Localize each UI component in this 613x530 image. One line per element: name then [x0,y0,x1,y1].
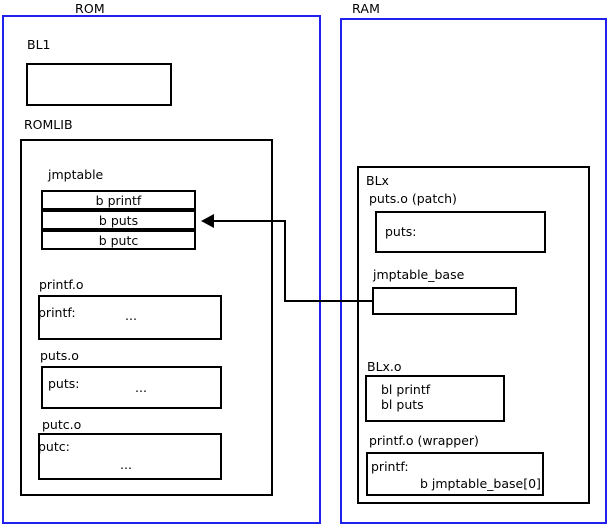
connector-segment-horizontal-upper [213,220,286,222]
puts-o-box: puts: ... [41,366,222,409]
jmptable-entry-2: b putc [41,230,196,250]
puts-patch-label: puts.o (patch) [369,191,457,206]
puts-patch-symbol: puts: [385,224,417,239]
printf-wrapper-instruction: b jmptable_base[0] [420,476,541,491]
printf-wrapper-symbol: printf: [371,459,409,474]
printf-wrapper-box: printf: b jmptable_base[0] [366,452,544,496]
printf-o-label: printf.o [39,277,84,292]
printf-o-body: ... [125,308,137,323]
blx-o-box: bl printf bl puts [365,375,505,422]
jmptable-entry-0-text: b printf [95,192,142,208]
printf-wrapper-label: printf.o (wrapper) [369,433,479,448]
bl1-box [26,63,172,106]
putc-o-body: ... [120,457,132,472]
jmptable-base-label: jmptable_base [373,267,465,282]
jmptable-base-box [372,287,517,315]
putc-o-label: putc.o [42,417,82,432]
jmptable-entry-2-text: b putc [98,232,139,248]
connector-segment-horizontal-lower [284,300,374,302]
putc-o-symbol: putc: [38,439,70,454]
connector-segment-vertical [284,220,286,302]
puts-o-symbol: puts: [48,376,80,391]
blx-o-label: BLx.o [367,359,402,374]
printf-o-symbol: printf: [38,305,76,320]
jmptable-entry-1-text: b puts [98,212,139,228]
puts-patch-box: puts: [375,211,546,253]
jmptable-label: jmptable [48,167,104,182]
blx-o-line2: bl puts [381,397,424,412]
ram-region-box [340,18,607,524]
puts-o-label: puts.o [40,348,79,363]
rom-region-label: ROM [75,1,105,16]
bl1-label: BL1 [27,37,51,52]
printf-o-box: printf: ... [38,295,222,340]
blx-label: BLx [366,173,389,188]
blx-o-line1: bl printf [381,382,431,397]
puts-o-body: ... [135,380,147,395]
romlib-label: ROMLIB [24,117,73,132]
connector-arrow-head-icon [201,214,214,228]
rom-region-box [2,15,321,524]
putc-o-box: putc: ... [38,433,222,480]
ram-region-label: RAM [352,1,381,16]
jmptable-entry-0: b printf [41,190,196,210]
jmptable-entry-1: b puts [41,210,196,230]
